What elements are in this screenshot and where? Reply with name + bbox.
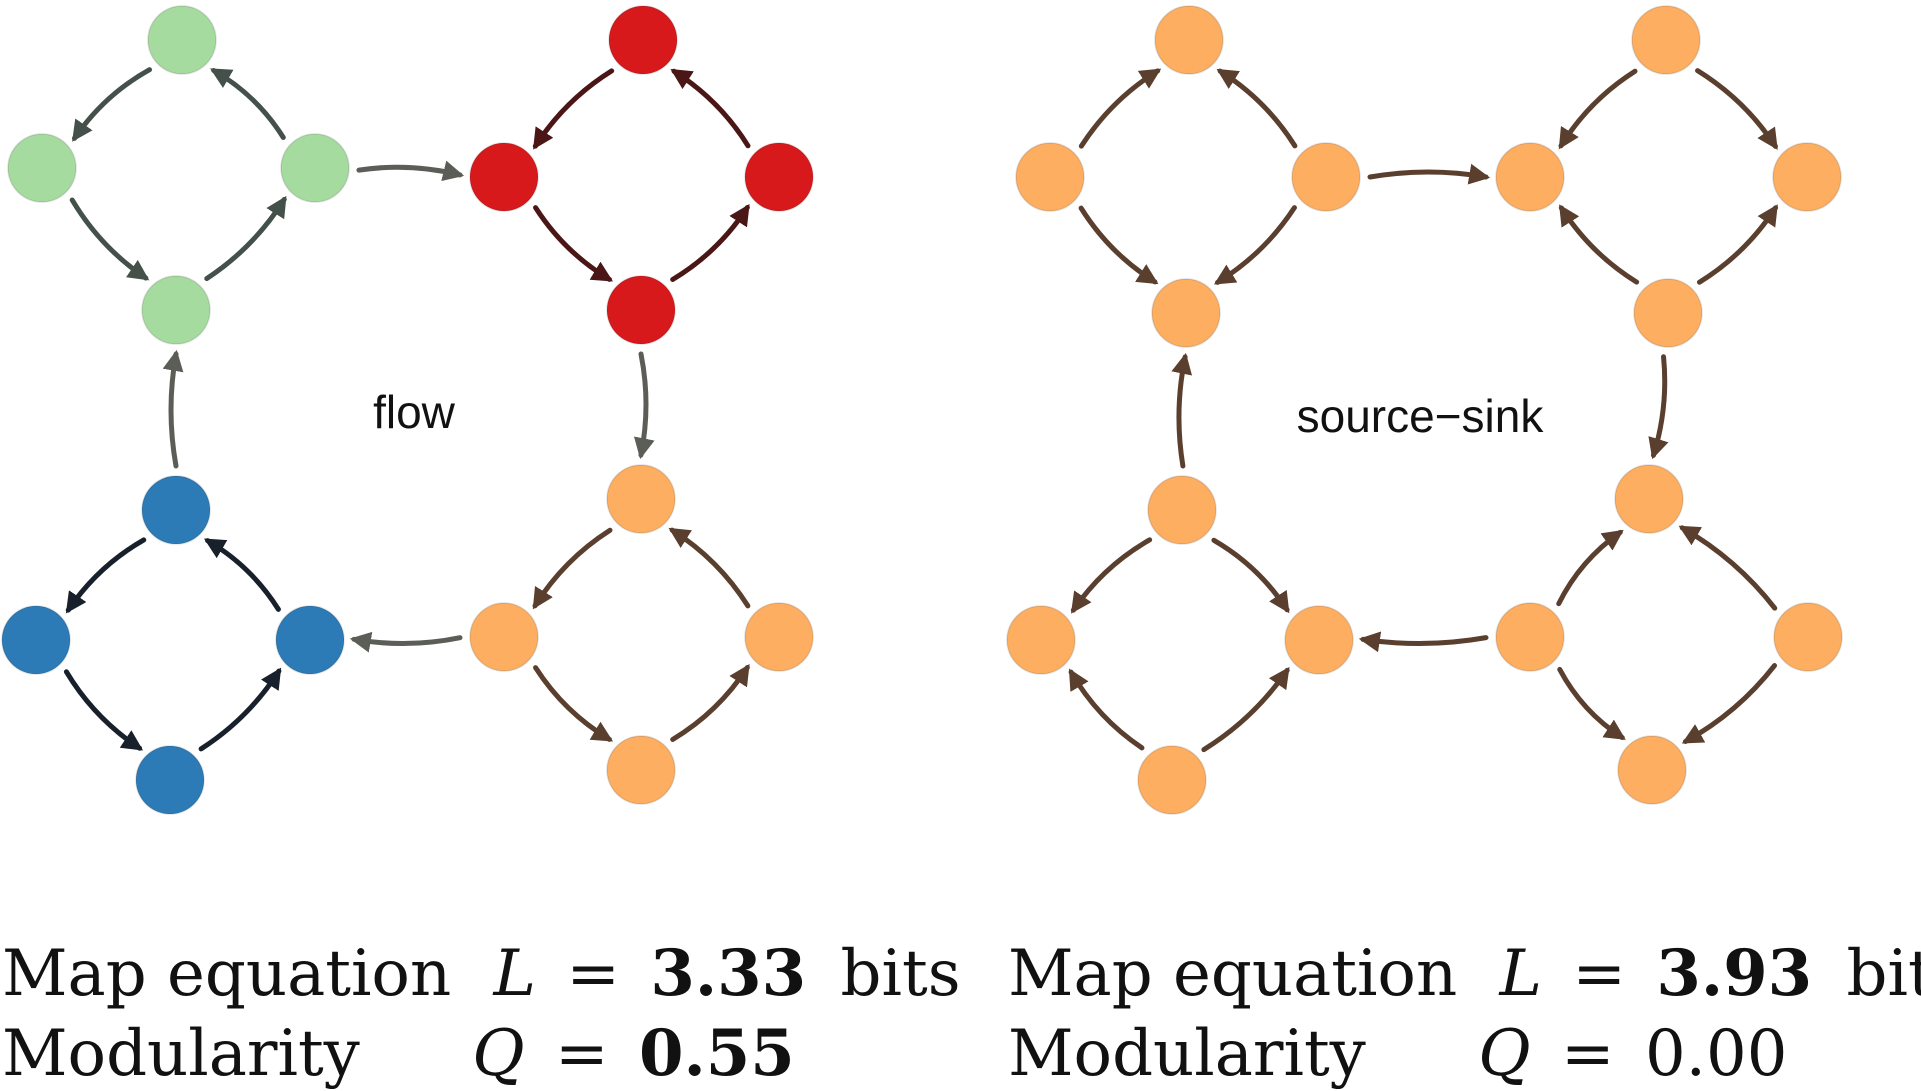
edge-between: [1648, 354, 1669, 460]
node-source-sink-d-bot: [1137, 745, 1207, 815]
node-flow-g-right: [280, 133, 350, 203]
node-flow-o-left: [469, 602, 539, 672]
node-flow-b-top: [141, 475, 211, 545]
map-equation-value: 3.93: [1656, 936, 1813, 1011]
edge: [1078, 68, 1162, 149]
edge-between: [1358, 631, 1489, 653]
edge: [204, 195, 287, 282]
modularity-label: Modularity: [1008, 1017, 1366, 1091]
node-flow-r-left: [469, 142, 539, 212]
edge-between: [162, 349, 184, 469]
modularity-variable: Q: [1478, 1017, 1531, 1091]
node-source-sink-d-right: [1284, 605, 1354, 675]
caption-map-equation-flow: Map equation L = 3.33 bits: [2, 937, 961, 1011]
modularity-label: Modularity: [2, 1017, 360, 1091]
edge: [198, 667, 282, 752]
node-source-sink-d-top: [1147, 475, 1217, 545]
edge: [532, 527, 613, 610]
modularity-value: 0.55: [638, 1016, 795, 1091]
edge: [670, 664, 750, 742]
edge-between: [633, 351, 655, 460]
map-equation-label: Map equation: [1008, 937, 1458, 1011]
edge: [670, 68, 751, 149]
modularity-variable: Q: [472, 1017, 525, 1091]
edge: [203, 538, 281, 612]
edge: [1211, 537, 1290, 614]
edge: [1201, 666, 1290, 753]
edge: [532, 68, 615, 150]
nodes-layer: [1, 5, 1843, 815]
map-equation-variable: L: [493, 937, 537, 1011]
map-equation-value: 3.33: [650, 936, 807, 1011]
edges-layer: [63, 67, 1779, 753]
map-equation-variable: L: [1499, 937, 1543, 1011]
edge: [1678, 525, 1778, 611]
node-flow-g-top: [147, 5, 217, 75]
node-source-sink-a-top: [1154, 5, 1224, 75]
node-flow-r-top: [608, 5, 678, 75]
modularity-value: 0.00: [1644, 1017, 1788, 1091]
node-flow-r-right: [744, 142, 814, 212]
panel-label-source-sink: source−sink: [1297, 390, 1545, 442]
node-flow-g-left: [7, 133, 77, 203]
edge: [1695, 68, 1778, 150]
edge: [533, 665, 614, 742]
node-flow-o-top: [606, 464, 676, 534]
edge: [65, 537, 147, 614]
equals-sign: =: [554, 1017, 609, 1091]
node-source-sink-b-top: [1631, 5, 1701, 75]
node-flow-o-bot: [606, 735, 676, 805]
caption-modularity-flow: Modularity Q = 0.55: [2, 1017, 795, 1091]
equals-sign: =: [1572, 937, 1626, 1011]
edge: [1556, 529, 1624, 607]
map-equation-label: Map equation: [2, 937, 452, 1011]
node-flow-o-right: [744, 602, 814, 672]
node-flow-r-bot: [606, 275, 676, 345]
edge: [1213, 205, 1297, 285]
edge: [1558, 68, 1638, 150]
network-diagram: flow source−sink: [1, 5, 1843, 815]
node-flow-b-left: [1, 605, 71, 675]
edge: [1216, 68, 1298, 149]
edge-between: [1367, 163, 1491, 185]
node-flow-b-right: [275, 605, 345, 675]
node-source-sink-b-right: [1772, 142, 1842, 212]
node-source-sink-a-right: [1291, 142, 1361, 212]
edge: [71, 67, 153, 142]
node-flow-b-bot: [135, 745, 205, 815]
edge: [1068, 668, 1145, 751]
node-source-sink-c-left: [1495, 602, 1565, 672]
edge: [1078, 205, 1159, 285]
node-source-sink-c-top: [1614, 464, 1684, 534]
edge: [670, 204, 750, 282]
edge: [1681, 663, 1778, 744]
edge: [1558, 204, 1640, 285]
edge: [668, 527, 751, 609]
edge: [69, 197, 150, 281]
caption-modularity-source-sink: Modularity Q = 0.00: [1008, 1022, 1787, 1086]
node-source-sink-c-right: [1773, 602, 1843, 672]
edge: [210, 68, 286, 140]
node-source-sink-d-left: [1006, 605, 1076, 675]
map-equation-unit: bits: [1846, 937, 1921, 1011]
node-source-sink-a-bot: [1151, 278, 1221, 348]
node-source-sink-c-bot: [1617, 735, 1687, 805]
edge: [1557, 666, 1626, 741]
panel-label-flow: flow: [373, 386, 456, 438]
node-source-sink-b-left: [1495, 142, 1565, 212]
edge: [533, 205, 614, 282]
edge-between: [1171, 352, 1193, 469]
node-source-sink-a-left: [1015, 142, 1085, 212]
equals-sign: =: [566, 937, 620, 1011]
edge: [1696, 204, 1779, 285]
edge-between: [349, 631, 463, 653]
node-flow-g-bot: [141, 275, 211, 345]
edge: [63, 669, 144, 751]
caption-map-equation-source-sink: Map equation L = 3.93 bits: [1008, 937, 1921, 1011]
edge-between: [356, 160, 465, 182]
node-source-sink-b-bot: [1633, 278, 1703, 348]
map-equation-unit: bits: [840, 937, 961, 1011]
edge: [1070, 537, 1153, 614]
equals-sign: =: [1560, 1017, 1615, 1091]
